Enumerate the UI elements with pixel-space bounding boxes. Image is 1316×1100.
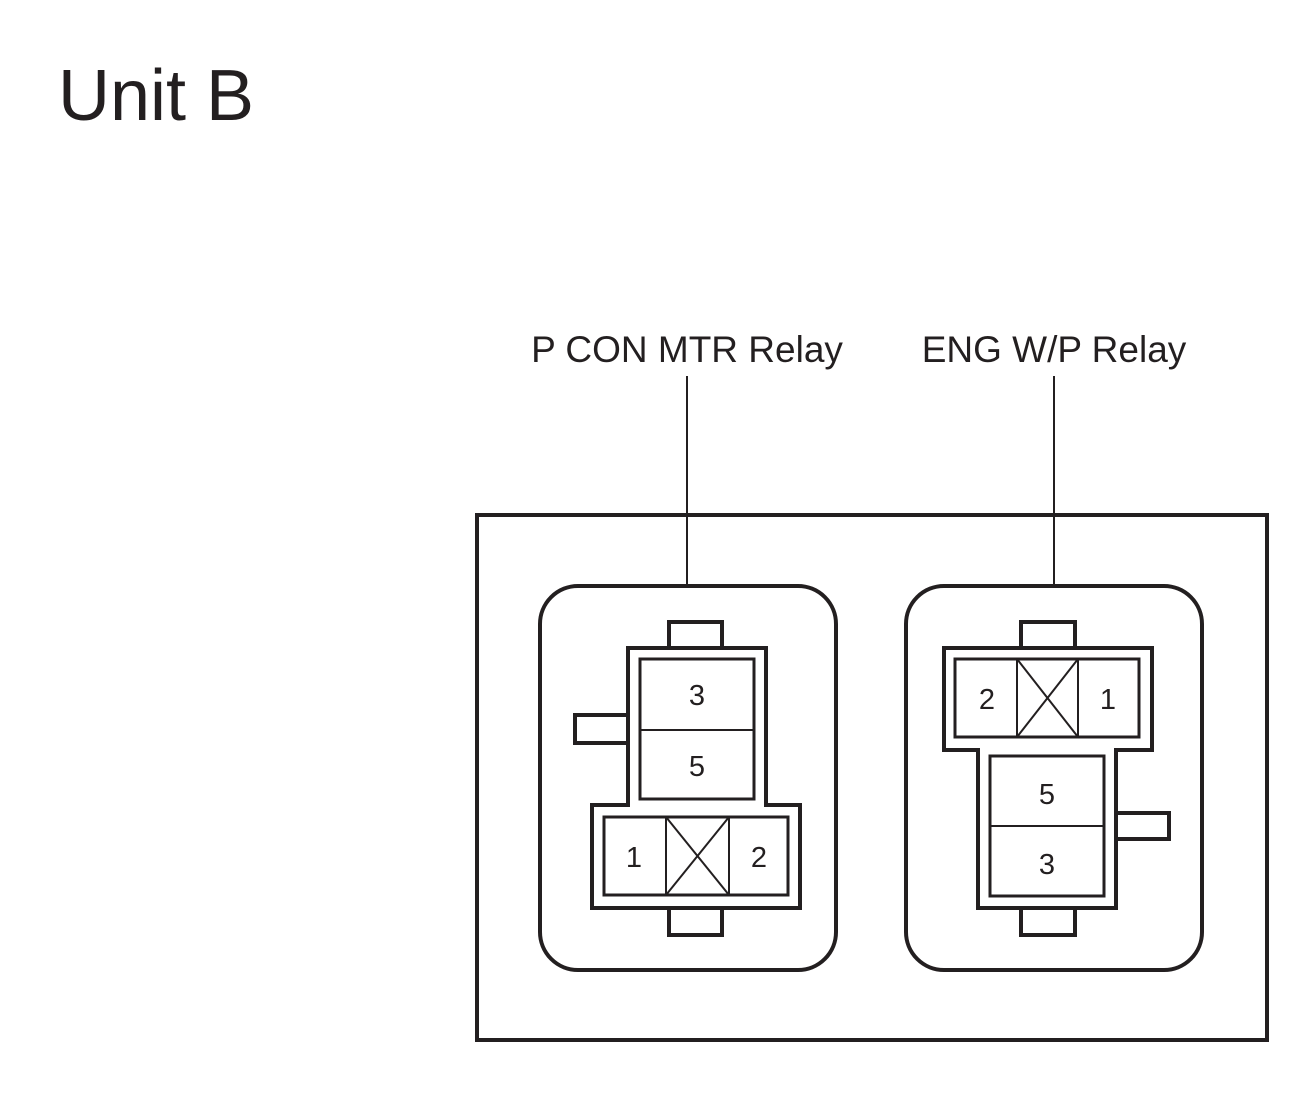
connector-housing [590, 646, 802, 910]
relay-eng-wp: 2 1 5 3 [904, 584, 1204, 972]
pin-number: 5 [1039, 779, 1055, 811]
pin-number: 1 [626, 842, 642, 874]
pin-number: 2 [979, 684, 995, 716]
relay-tab-bottom [667, 908, 724, 937]
relay-socket-outline [538, 584, 838, 972]
terminal-cavity-upper [953, 657, 1141, 739]
junction-block-frame [475, 513, 1269, 1042]
pin-number: 2 [751, 842, 767, 874]
relay-tab-bottom [1019, 908, 1077, 937]
connector-housing [942, 646, 1154, 910]
relay-tab-top [1019, 620, 1077, 648]
pin-number: 3 [689, 680, 705, 712]
relay-label-p-con-mtr: P CON MTR Relay [531, 329, 843, 370]
relay-tab-left [573, 713, 628, 745]
unit-title: Unit B [58, 56, 254, 136]
relay-label-eng-wp: ENG W/P Relay [922, 329, 1187, 370]
unused-terminal-mark [1016, 658, 1079, 738]
pin-number: 5 [689, 751, 705, 783]
unused-terminal-mark [665, 816, 730, 896]
pin-number: 1 [1100, 684, 1116, 716]
relay-tab-top [667, 620, 724, 648]
pin-number: 3 [1039, 849, 1055, 881]
relay-p-con-mtr: 3 5 1 2 [538, 584, 838, 972]
relay-socket-outline [904, 584, 1204, 972]
terminal-cavity-lower [602, 815, 790, 897]
relay-tab-right [1116, 811, 1171, 841]
